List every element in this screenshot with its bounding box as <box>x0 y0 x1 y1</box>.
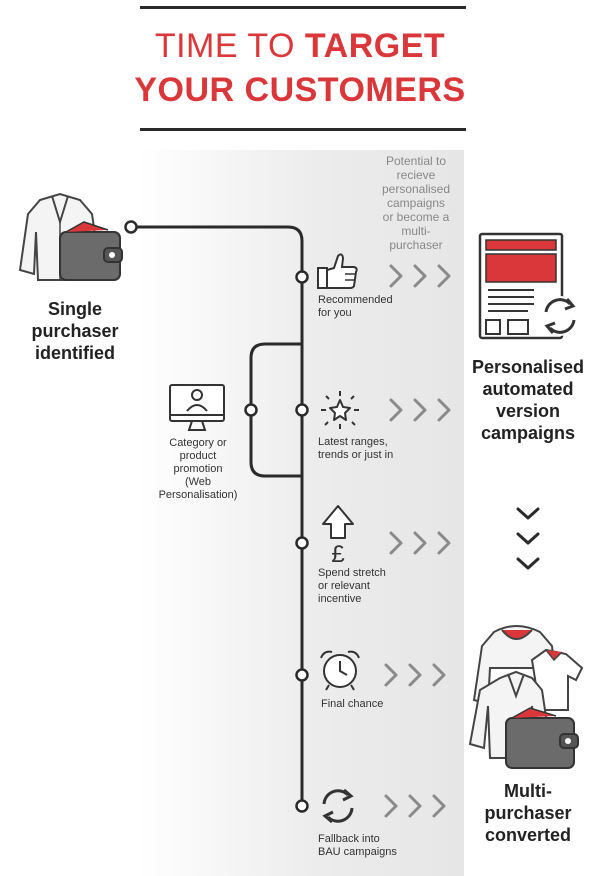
campaign-template-icon <box>478 232 580 340</box>
step-label-line: Fallback into <box>318 833 380 845</box>
multi-purchaser-label: Multi- purchaser converted <box>470 780 586 846</box>
step-label-5: Fallback into BAU campaigns <box>318 833 397 859</box>
step-label-4: Final chance <box>321 698 383 711</box>
potential-line: purchaser <box>389 238 443 252</box>
alarm-clock-icon <box>320 650 360 691</box>
pound-arrow-icon: £ <box>322 505 354 568</box>
step-label-line: Spend stretch <box>318 567 386 579</box>
potential-line: recieve <box>396 168 436 182</box>
refresh-icon <box>322 788 354 824</box>
page-title-line1: TIME TO TARGET <box>100 26 500 66</box>
thumbs-up-icon <box>317 253 358 289</box>
web-label-line: (Web <box>184 476 212 488</box>
bottom-rule <box>140 128 466 131</box>
web-label-line: Personalisation) <box>158 489 238 501</box>
title-light: TIME TO <box>154 27 295 65</box>
chevron-right-icon <box>389 264 451 288</box>
step-label-line: trends or just in <box>318 449 394 461</box>
chevron-right-icon <box>389 531 451 555</box>
node-3 <box>295 536 309 550</box>
step-label-2: Latest ranges, trends or just in <box>318 436 393 462</box>
clothing-wallet-icon <box>468 625 584 769</box>
potential-line: or become a <box>382 210 450 224</box>
step-label-1: Recommended for you <box>318 294 393 320</box>
right-top-line: Personalised <box>471 357 585 377</box>
sparkle-star-icon <box>321 391 359 429</box>
right-bottom-line: converted <box>484 825 572 845</box>
left-label-line: purchaser <box>31 321 119 341</box>
timeline-main-line <box>131 225 304 806</box>
start-node <box>124 220 138 234</box>
node-2 <box>295 403 309 417</box>
left-label-line: Single <box>47 299 102 319</box>
potential-line: multi- <box>401 224 431 238</box>
right-top-line: campaigns <box>480 423 576 443</box>
chevron-right-icon <box>389 398 451 422</box>
node-4 <box>295 668 309 682</box>
right-bottom-line: purchaser <box>484 803 572 823</box>
right-bottom-line: Multi- <box>504 781 552 801</box>
step-label-line: incentive <box>318 593 362 605</box>
potential-line: campaigns <box>386 196 446 210</box>
right-top-line: version <box>495 401 561 421</box>
top-rule <box>140 6 466 9</box>
step-label-line: Final chance <box>321 698 384 710</box>
chevron-right-icon <box>384 794 446 818</box>
right-top-line: automated <box>482 379 574 399</box>
web-label-line: product <box>179 450 217 462</box>
personalised-campaigns-label: Personalised automated version campaigns <box>468 356 588 444</box>
web-label-line: promotion <box>173 463 223 475</box>
web-label-line: Category or <box>169 437 227 449</box>
left-label-line: identified <box>35 343 115 363</box>
jacket-wallet-icon <box>18 192 123 281</box>
potential-line: personalised <box>381 182 451 196</box>
web-personalisation-label: Category or product promotion (Web Perso… <box>150 437 246 502</box>
page-title-line2: YOUR CUSTOMERS <box>134 71 466 109</box>
chevron-right-icon <box>384 663 446 687</box>
step-label-line: Recommended <box>318 294 393 306</box>
node-web <box>244 403 258 417</box>
single-purchaser-label: Single purchaser identified <box>20 298 130 364</box>
step-label-line: BAU campaigns <box>318 846 397 858</box>
potential-line: Potential to <box>385 154 447 168</box>
svg-text:£: £ <box>331 541 344 568</box>
node-1 <box>295 270 309 284</box>
step-label-line: for you <box>318 307 352 319</box>
monitor-user-icon <box>169 384 225 431</box>
step-label-3: Spend stretch or relevant incentive <box>318 567 386 606</box>
potential-note: Potential to recieve personalised campai… <box>370 154 462 252</box>
step-label-line: Latest ranges, <box>318 436 388 448</box>
chevron-down-icon <box>516 507 540 570</box>
step-label-line: or relevant <box>318 580 370 592</box>
title-bold: TARGET <box>304 27 446 65</box>
node-5 <box>295 799 309 813</box>
